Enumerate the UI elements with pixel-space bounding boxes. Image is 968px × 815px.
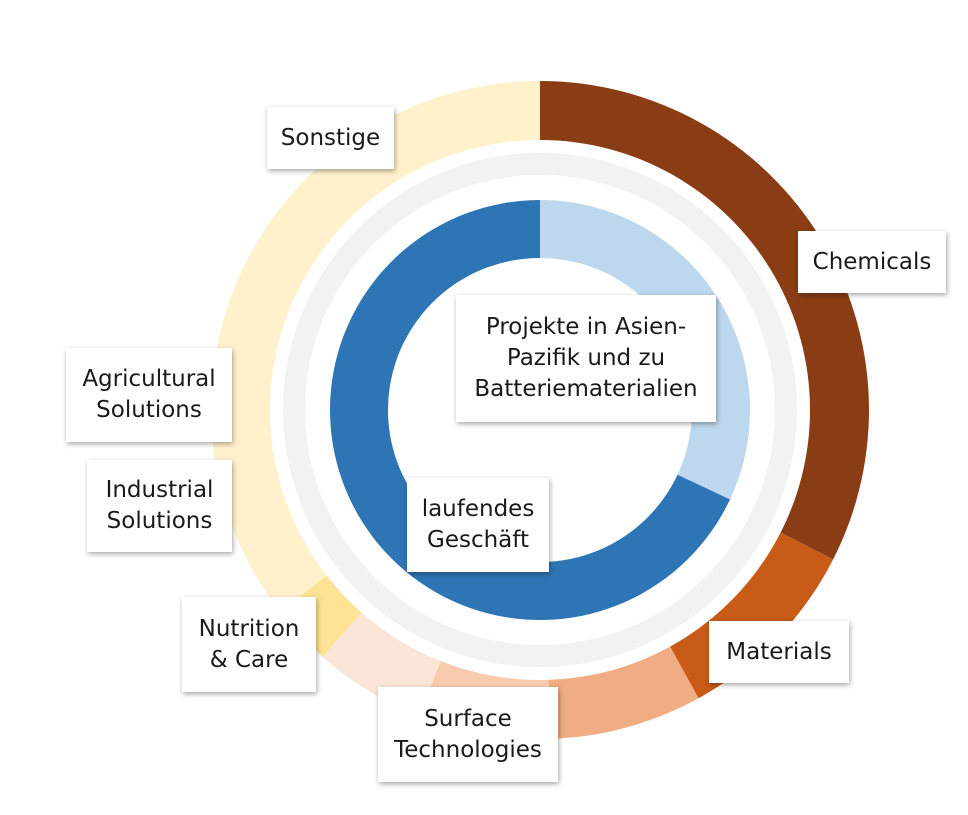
label-projekte-line-1: Projekte in Asien- xyxy=(485,314,687,340)
label-nutrition-line-2: & Care xyxy=(209,646,289,673)
label-materials-line: Materials xyxy=(726,638,832,665)
label-materials: Materials xyxy=(709,621,849,683)
outer-slice-agricultural-solutions xyxy=(280,575,362,657)
label-sonstige-line: Sonstige xyxy=(280,124,381,151)
label-projekte: Projekte in Asien- Pazifik und zu Batter… xyxy=(456,295,716,422)
label-chemicals: Chemicals xyxy=(798,231,946,293)
label-chemicals-line: Chemicals xyxy=(812,248,932,275)
label-surface-technologies: Surface Technologies xyxy=(378,687,558,782)
label-nutrition-line-1: Nutrition xyxy=(198,615,300,642)
label-nutrition-care: Nutrition & Care xyxy=(182,597,316,692)
label-agricultural-line-2: Solutions xyxy=(96,397,202,423)
label-surface-line-2: Technologies xyxy=(394,736,542,763)
label-industrial-line-2: Solutions xyxy=(106,508,213,534)
outer-slice-surface-technologies xyxy=(548,646,699,739)
label-projekte-line-3: Batteriematerialien xyxy=(474,376,698,402)
label-surface-line-1: Surface xyxy=(424,705,512,732)
label-laufendes-line-1: laufendes xyxy=(421,496,535,522)
label-laufendes-geschaeft: laufendes Geschäft xyxy=(407,478,549,572)
inner-slice-projekte-in-asien-pazifik-und-zu-batteriematerialien xyxy=(540,200,750,500)
outer-slice-sonstige xyxy=(210,81,540,612)
label-laufendes-line-2: Geschäft xyxy=(427,527,529,553)
label-industrial-line-1: Industrial xyxy=(105,477,214,503)
label-agricultural-solutions: Agricultural Solutions xyxy=(66,348,232,442)
label-industrial-solutions: Industrial Solutions xyxy=(87,460,232,552)
label-agricultural-line-1: Agricultural xyxy=(82,366,216,392)
separator-ring xyxy=(283,153,797,667)
label-sonstige: Sonstige xyxy=(267,107,394,169)
outer-slice-chemicals xyxy=(540,81,869,560)
label-projekte-line-2: Pazifik und zu xyxy=(506,345,666,371)
